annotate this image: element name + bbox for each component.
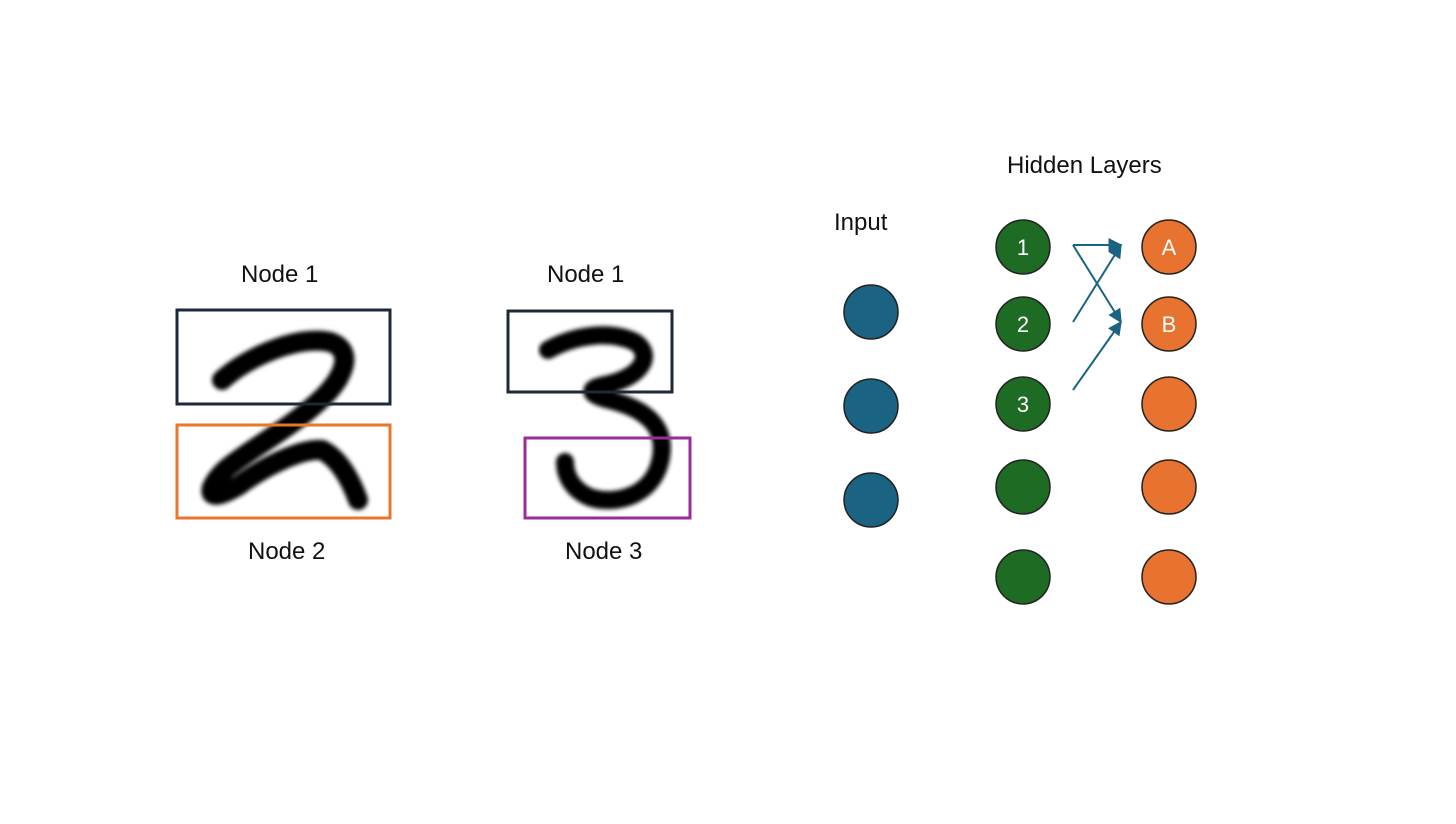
hidden2-node-4 [1141, 459, 1197, 515]
hidden2-node-label: A [1162, 235, 1177, 260]
digit-two-top-box [175, 308, 392, 406]
hidden1-node-circle [995, 549, 1051, 605]
hidden2-node-circle [1141, 376, 1197, 432]
hidden2-node-3 [1141, 376, 1197, 432]
hidden2-node-circle [1141, 296, 1197, 352]
hidden1-node-label: 1 [1017, 235, 1029, 260]
digit-two-glyph [201, 330, 368, 510]
network-nodes: 1 2 3 A B [843, 219, 1197, 605]
hidden2-node-circle [1141, 459, 1197, 515]
arrow-2-to-a [1072, 243, 1122, 323]
digit-three-bottom-label: Node 3 [565, 538, 643, 565]
digit-two-bottom-label: Node 2 [248, 538, 326, 565]
hidden1-node-circle [995, 459, 1051, 515]
digit-three-top-box [506, 309, 674, 394]
hidden1-node-circle [995, 376, 1051, 432]
digit-two-top-label: Node 1 [241, 261, 319, 288]
digit-three-glyph [539, 326, 671, 510]
hidden1-node-circle [995, 296, 1051, 352]
hidden2-node-1: A [1141, 219, 1197, 275]
input-node-1 [843, 284, 899, 340]
hidden2-node-circle [1141, 549, 1197, 605]
input-node-circle [843, 284, 899, 340]
hidden1-node-circle [995, 219, 1051, 275]
hidden1-node-3: 3 [995, 376, 1051, 432]
connection-arrows [1072, 238, 1123, 391]
hidden1-node-label: 2 [1017, 312, 1029, 337]
hidden1-node-1: 1 [995, 219, 1051, 275]
hidden1-node-2: 2 [995, 296, 1051, 352]
hidden2-node-5 [1141, 549, 1197, 605]
hidden2-node-2: B [1141, 296, 1197, 352]
input-node-3 [843, 472, 899, 528]
hidden1-node-label: 3 [1017, 392, 1029, 417]
digit-three-top-label: Node 1 [547, 261, 625, 288]
digit-three-bottom-box [523, 436, 692, 520]
arrow-3-to-b [1072, 320, 1122, 391]
hidden2-node-label: B [1162, 312, 1177, 337]
hidden1-node-5 [995, 549, 1051, 605]
input-node-circle [843, 378, 899, 434]
hidden2-node-circle [1141, 219, 1197, 275]
input-node-circle [843, 472, 899, 528]
hidden1-node-4 [995, 459, 1051, 515]
input-node-2 [843, 378, 899, 434]
digit-two-bottom-box [175, 423, 392, 520]
input-layer-label: Input [834, 209, 888, 236]
hidden-layers-label: Hidden Layers [1007, 152, 1162, 179]
